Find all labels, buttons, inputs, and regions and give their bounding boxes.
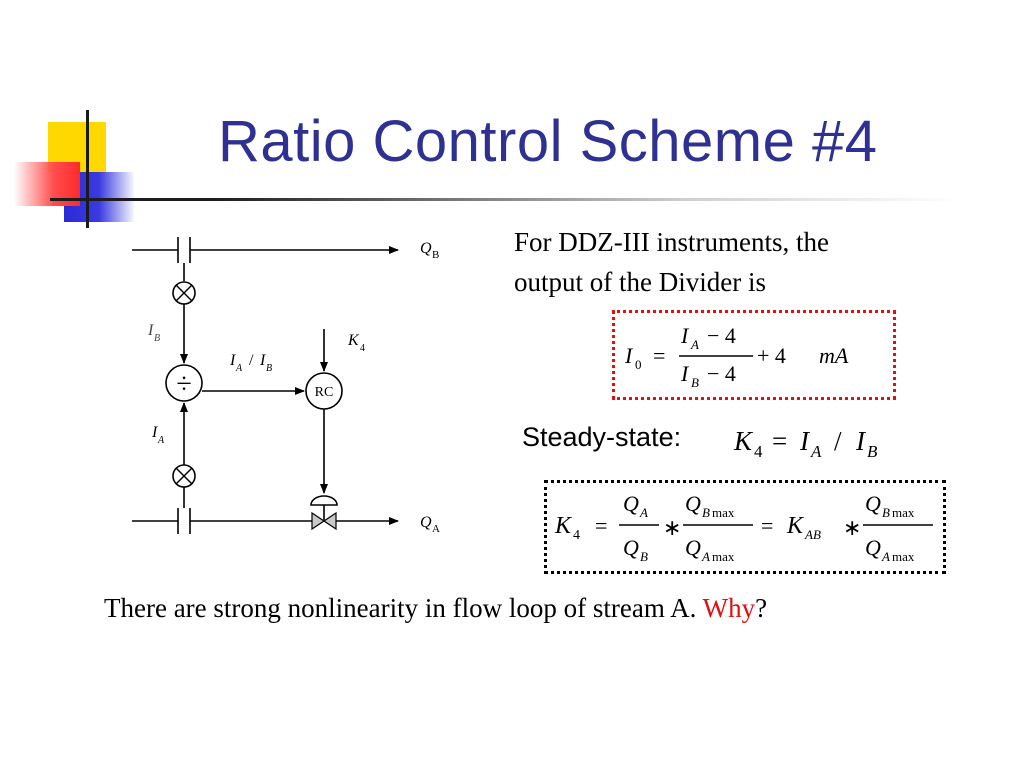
intro-line-2: output of the Divider is [514,267,766,297]
ss-k: K [733,426,754,456]
k4-f2-den: Q [685,535,701,560]
k4-f2-den-max: max [712,549,735,564]
ratio-control-diagram: Q B I B ÷ I A / I B K 4 RC [132,237,440,535]
label-qb-sub: B [432,249,439,261]
k4-f1-num: Q [623,491,639,516]
label-ratio-ib: I [259,352,266,369]
formula-i0-lhs: I [624,343,634,368]
slide-title: Ratio Control Scheme #4 [218,109,878,174]
ratio-controller: RC [305,372,343,410]
steady-state-formula: K 4 = I A / I B [733,426,878,461]
divider-block: ÷ [165,364,203,402]
label-ib-sub: B [154,333,160,344]
k4-f1-den-sub: B [640,549,648,564]
label-ratio-slash: / [249,352,254,369]
label-qa-sub: A [432,523,440,535]
stream-b-line [132,237,399,263]
label-qa: Q [420,514,432,531]
label-k4: K [347,332,360,349]
k4-f3-num-sub: B [882,505,890,520]
formula-i0-lhs-sub: 0 [635,357,642,372]
k4-formula-box: K 4 = Q A Q B ∗ Q B max Q A max = K AB ∗… [544,480,946,574]
k4-f2-num: Q [685,491,701,516]
formula-i0-plus: + 4 [757,343,786,368]
k4-lhs: K [554,513,573,539]
divider-output-formula-box: I 0 = I A − 4 I B − 4 + 4 mA [612,310,896,400]
k4-f3-den: Q [865,535,881,560]
k4-eq2: = [761,513,773,538]
label-ib: I [147,322,154,339]
formula-i0-den-var: I [680,361,690,386]
intro-paragraph: For DDZ-III instruments, the output of t… [514,222,829,302]
ss-ib-sub: B [867,442,878,461]
ss-eq: = [772,426,787,456]
k4-f1-den: Q [623,535,639,560]
control-valve [310,495,338,531]
k4-eq1: = [595,513,607,538]
k4-kab-sub: AB [804,527,821,542]
decor-vertical-line [86,110,89,228]
label-ratio-ia-sub: A [235,363,243,374]
stream-a-line [132,508,399,534]
label-ratio-ia: I [229,352,236,369]
k4-f3-num: Q [865,491,881,516]
k4-f3-den-max: max [892,549,915,564]
steady-state-label: Steady-state: [522,422,682,452]
k4-star2: ∗ [843,515,861,540]
label-ratio-ib-sub: B [266,363,272,374]
ss-ia: I [799,426,811,456]
bottom-question-mark: ? [755,593,768,623]
title-underline [50,198,960,201]
formula-i0-den-rest: − 4 [707,361,736,386]
label-ia-sub: A [157,435,165,446]
label-ia: I [151,424,158,441]
formula-i0-eq: = [653,343,665,368]
formula-i0-num-sub: A [690,337,699,352]
k4-f1-num-sub: A [639,505,648,520]
k4-lhs-sub: 4 [573,528,580,543]
k4-star1: ∗ [663,515,681,540]
formula-i0-unit: mA [819,343,849,368]
k4-formula: K 4 = Q A Q B ∗ Q B max Q A max = K AB ∗… [554,491,933,564]
k4-f3-num-max: max [892,505,915,520]
flow-transmitter-b [172,281,196,305]
bottom-text: There are strong nonlinearity in flow lo… [104,593,697,623]
label-k4-sub: 4 [360,343,365,354]
bottom-why: Why [702,593,756,623]
formula-i0-num-rest: − 4 [707,323,736,348]
ss-k-sub: 4 [754,442,763,461]
k4-f2-den-sub: A [701,549,710,564]
k4-f3-den-sub: A [881,549,890,564]
controller-label: RC [315,385,334,400]
k4-kab: K [786,513,805,539]
formula-i0-num-var: I [680,323,690,348]
divider-symbol: ÷ [176,369,191,400]
intro-line-1: For DDZ-III instruments, the [514,227,829,257]
ss-ia-sub: A [810,442,822,461]
k4-f2-num-max: max [712,505,735,520]
formula-i0-den-sub: B [691,375,699,390]
label-qb: Q [420,240,432,257]
ss-slash: / [834,426,842,456]
ss-ib: I [855,426,867,456]
k4-f2-num-sub: B [702,505,710,520]
flow-transmitter-a [172,464,196,488]
bottom-sentence: There are strong nonlinearity in flow lo… [104,588,767,628]
divider-output-formula: I 0 = I A − 4 I B − 4 + 4 mA [624,323,849,390]
